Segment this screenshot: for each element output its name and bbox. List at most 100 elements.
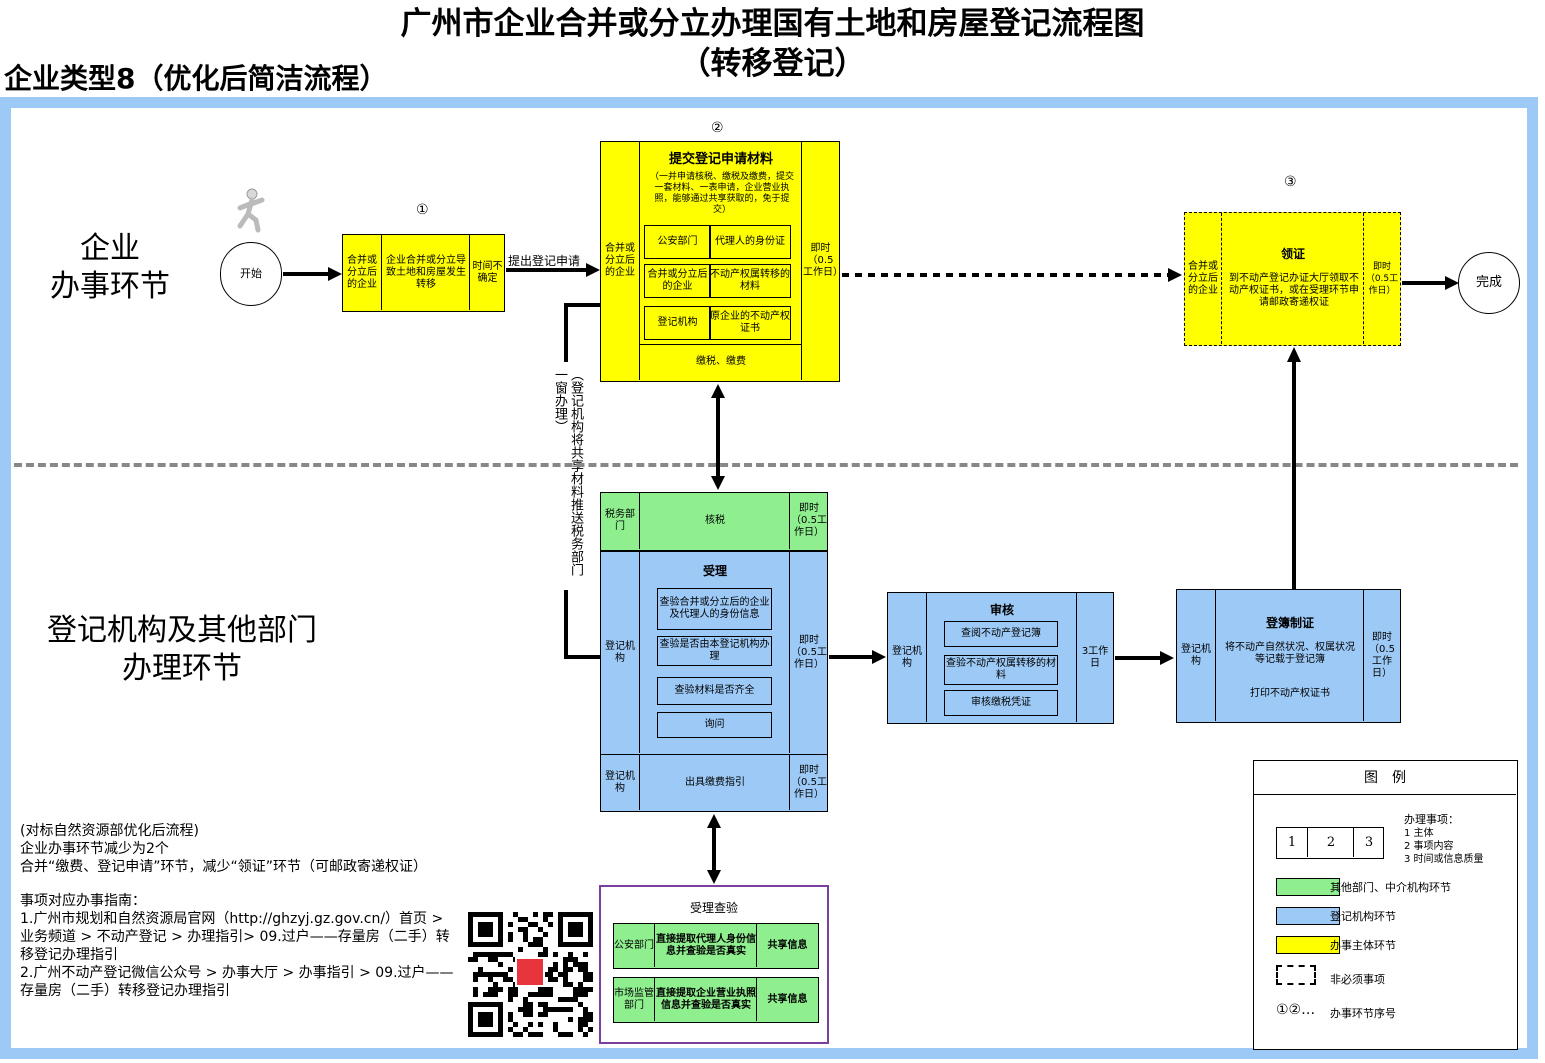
legend-cell: 1	[1287, 834, 1297, 850]
verify-share: 共享信息	[767, 939, 808, 951]
accept-subject: 登记机构	[605, 640, 635, 664]
legend-cells: 1 2 3	[1276, 827, 1384, 859]
verify-box: 受理查验 公安部门 直接提取代理人身份信息并查验是否真实 共享信息 市场监管部门…	[599, 885, 829, 1044]
step2-material-source: 公安部门	[644, 225, 711, 259]
step2-material-item: 不动产权属转移的材料	[709, 264, 791, 298]
legend-green-label: 其他部门、中介机构环节	[1330, 881, 1451, 894]
step2-material-source: 合并或分立后的企业	[644, 264, 711, 298]
legend-item-line: 3 时间或信息质量	[1404, 854, 1484, 865]
review-item: 查验不动产权属转移的材料	[944, 655, 1058, 685]
step-marker-1: ①	[416, 202, 429, 218]
review-heading: 审核	[989, 603, 1014, 617]
fee-time: 即时（0.5工作日）	[791, 764, 827, 800]
fee-box: 登记机构 出具缴费指引 即时（0.5工作日）	[600, 754, 828, 812]
legend-title: 图 例	[1254, 761, 1516, 795]
legend-box: 图 例 1 2 3 办理事项： 1 主体 2 事项内容 3 时间或信息质量 其他…	[1253, 760, 1518, 1050]
record-heading: 登簿制证	[1265, 616, 1314, 630]
legend-cell: 2	[1326, 834, 1336, 850]
step2-material-source: 登记机构	[644, 306, 711, 340]
step-marker-2: ②	[711, 120, 724, 136]
verify-content: 直接提取企业营业执照信息并查验是否真实	[656, 987, 756, 1011]
note-line: (对标自然资源部优化后流程)	[20, 823, 199, 839]
qr-code-icon[interactable]	[466, 910, 596, 1038]
legend-blue-swatch	[1276, 907, 1340, 925]
note-line: 合并“缴费、登记申请”环节，减少“领证”环节（可邮政寄递权证）	[20, 859, 428, 875]
divider	[1221, 213, 1222, 344]
lane-enterprise-line1: 企业	[80, 231, 140, 266]
accept-box: 登记机构 即时（0.5工作日） 受理 查验合并或分立后的企业及代理人的身份信息 …	[600, 551, 828, 755]
step3-heading: 领证	[1280, 247, 1305, 261]
legend-green-swatch	[1276, 878, 1340, 896]
step1-content: 企业合并或分立导致土地和房屋发生转移	[386, 254, 466, 290]
step2-material-item: 代理人的身份证	[709, 225, 791, 259]
review-box: 登记机构 3工作日 审核 查阅不动产登记簿 查验不动产权属转移的材料 审核缴税凭…	[887, 592, 1114, 724]
legend-cell: 3	[1364, 834, 1374, 850]
tax-time: 即时（0.5工作日）	[791, 503, 827, 538]
legend-dashed-swatch	[1276, 965, 1316, 985]
guide-link-1[interactable]: 1.广州市规划和自然资源局官网（http://ghzyj.gz.gov.cn/）…	[20, 911, 450, 963]
fee-subject: 登记机构	[605, 770, 635, 794]
verify-content: 直接提取代理人身份信息并查验是否真实	[656, 933, 756, 957]
accept-item: 查验合并或分立后的企业及代理人的身份信息	[657, 588, 772, 630]
verify-row: 公安部门 直接提取代理人身份信息并查验是否真实 共享信息	[613, 923, 819, 969]
verify-share: 共享信息	[767, 993, 808, 1005]
divider	[1076, 593, 1077, 722]
verify-dept: 市场监管部门	[614, 987, 654, 1011]
step2-heading: 提交登记申请材料	[668, 152, 773, 167]
divider	[639, 755, 640, 810]
side-note: （登记机构将共享材料推送税务部门一窗办理）	[552, 368, 583, 576]
accept-heading: 受理	[702, 564, 727, 578]
divider	[654, 924, 655, 967]
divider	[469, 235, 470, 310]
step2-material-item: 原企业的不动产权证书	[709, 306, 791, 340]
divider	[789, 493, 790, 549]
divider	[1363, 590, 1364, 721]
review-time: 3工作日	[1081, 645, 1109, 669]
divider	[381, 235, 382, 310]
accept-time: 即时（0.5工作日）	[791, 634, 827, 670]
lane-enterprise: 企业 办事环节	[30, 230, 190, 306]
step2-subject: 合并或分立后的企业	[605, 243, 635, 278]
divider	[756, 978, 757, 1021]
legend-yellow-label: 办事主体环节	[1330, 939, 1396, 952]
legend-seq-symbol: ①②…	[1276, 1002, 1316, 1018]
verify-dept: 公安部门	[614, 939, 654, 951]
page-title-sub: （转移登记）	[679, 46, 866, 82]
divider	[926, 593, 927, 722]
step3-subject: 合并或分立后的企业	[1188, 260, 1218, 296]
note-line: 事项对应办事指南：	[20, 893, 146, 909]
guide-link-2[interactable]: 2.广州不动产登记微信公众号 > 办事大厅 > 办事指引 > 09.过户——存量…	[20, 965, 454, 999]
step2-box: 合并或分立后的企业 即时（0.5工作日） 提交登记申请材料 （一并申请核税、缴税…	[600, 141, 843, 382]
subtitle: 企业类型8（优化后简洁流程）	[4, 62, 388, 95]
lane-registry-line2: 办理环节	[122, 651, 242, 686]
lane-registry-line1: 登记机构及其他部门	[47, 613, 317, 648]
step1-subject: 合并或分立后的企业	[347, 254, 377, 290]
review-item: 审核缴税凭证	[944, 690, 1058, 716]
lane-enterprise-line2: 办事环节	[50, 269, 170, 304]
legend-dashed-label: 非必须事项	[1330, 973, 1385, 986]
tax-content: 核税	[705, 515, 725, 526]
record-content: 将不动产自然状况、权属状况等记载于登记簿	[1225, 642, 1355, 665]
step1-box: 合并或分立后的企业 企业合并或分立导致土地和房屋发生转移 时间不确定	[342, 234, 505, 312]
legend-blue-label: 登记机构环节	[1330, 910, 1396, 923]
review-item: 查阅不动产登记簿	[944, 621, 1058, 647]
divider	[639, 344, 801, 345]
lane-registry: 登记机构及其他部门 办理环节	[22, 612, 342, 688]
divider	[1307, 828, 1308, 857]
page-title: 广州市企业合并或分立办理国有土地和房屋登记流程图	[400, 6, 1145, 42]
divider	[789, 755, 790, 810]
step3-time: 即时（0.5工作日）	[1365, 261, 1399, 296]
step3-content: 到不动产登记办证大厅领取不动产权证书，或在受理环节申请邮政寄递权证	[1229, 273, 1359, 308]
divider	[789, 552, 790, 753]
legend-item-line: 1 主体	[1404, 828, 1434, 839]
notes-block: (对标自然资源部优化后流程) 企业办事环节减少为2个 合并“缴费、登记申请”环节…	[20, 822, 458, 1000]
record-print: 打印不动产权证书	[1250, 688, 1330, 699]
tax-subject: 税务部门	[605, 509, 635, 532]
verify-row: 市场监管部门 直接提取企业营业执照信息并查验是否真实 共享信息	[613, 977, 819, 1023]
record-time: 即时（0.5工作日）	[1369, 631, 1395, 679]
step2-time: 即时（0.5工作日）	[803, 243, 843, 278]
accept-item: 查验材料是否齐全	[657, 677, 772, 705]
legend-item-heading: 办理事项：	[1404, 813, 1459, 826]
divider	[654, 978, 655, 1021]
finish-node: 完成	[1458, 252, 1520, 314]
